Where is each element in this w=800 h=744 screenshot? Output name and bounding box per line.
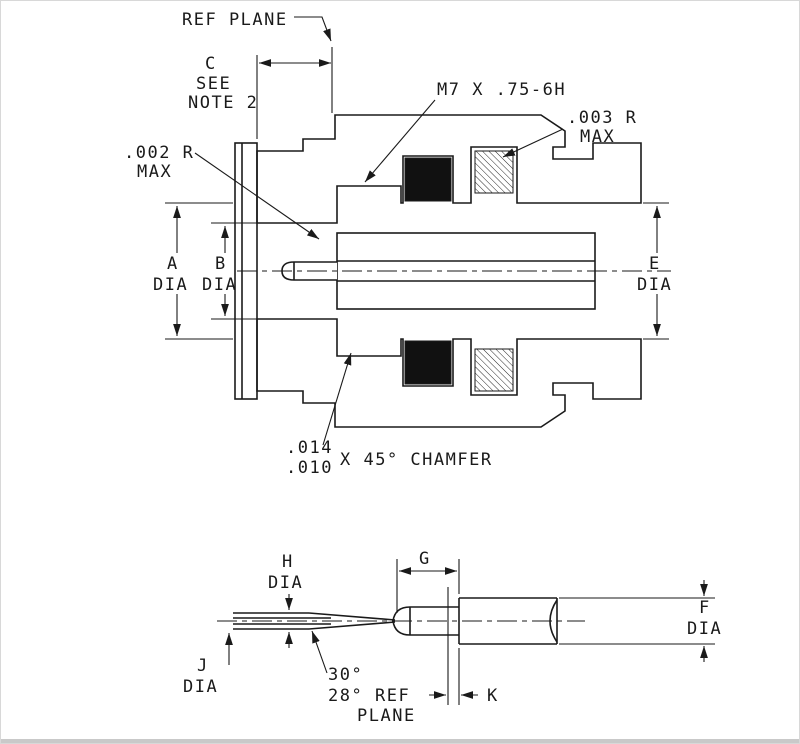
label-dim-e: E <box>649 254 661 274</box>
label-dim-k: K <box>487 686 499 706</box>
label-plane: PLANE <box>357 706 416 726</box>
label-dim-c: C <box>205 54 217 74</box>
shell-lower <box>256 318 642 428</box>
label-angle-28: 28° <box>328 686 363 706</box>
label-chamfer-lower: .010 <box>286 458 333 478</box>
cone-bottom <box>308 621 396 630</box>
label-chamfer: X 45° CHAMFER <box>340 450 493 470</box>
label-see: SEE <box>196 74 231 94</box>
thread-leader <box>364 99 436 183</box>
shell-upper <box>256 114 642 224</box>
label-radius-left: .002 R <box>124 143 194 163</box>
label-dim-h: H <box>282 552 294 572</box>
insert-lower <box>474 348 514 392</box>
label-dim-a: A <box>167 254 179 274</box>
label-radius-right: .003 R <box>567 108 637 128</box>
label-ref: REF <box>375 686 410 706</box>
label-chamfer-upper: .014 <box>286 438 333 458</box>
bottom-border <box>1 739 799 743</box>
ref-plane-leader <box>294 16 332 42</box>
label-thread: M7 X .75-6H <box>437 80 566 100</box>
label-ref-plane-main: REF PLANE <box>182 10 288 30</box>
radius-left-leader <box>194 152 320 240</box>
insert-upper <box>474 150 514 194</box>
label-radius-right-max: MAX <box>580 127 615 147</box>
label-dim-j: J <box>197 656 209 676</box>
label-radius-left-max: MAX <box>137 162 172 182</box>
label-dim-j-dia: DIA <box>183 677 218 697</box>
label-note-2: NOTE 2 <box>188 93 258 113</box>
angle-leader <box>311 630 328 674</box>
main-cross-section: REF PLANE C SEE NOTE 2 M7 X .75-6H .003 … <box>124 10 672 478</box>
gasket-upper <box>404 157 452 202</box>
chamfer-leader <box>322 352 352 446</box>
label-dim-a-dia: DIA <box>153 275 188 295</box>
cone-top <box>308 612 396 621</box>
radius-right-leader <box>502 128 564 158</box>
label-dim-h-dia: DIA <box>268 573 303 593</box>
label-dim-e-dia: DIA <box>637 275 672 295</box>
label-dim-f-dia: DIA <box>687 619 722 639</box>
gasket-lower <box>404 340 452 385</box>
label-dim-f: F <box>699 598 711 618</box>
pin-detail-view: H DIA G F DIA J DIA 30° 28° REF PLANE K <box>183 549 722 726</box>
label-dim-b: B <box>215 254 227 274</box>
label-angle-30: 30° <box>328 665 363 685</box>
label-dim-b-dia: DIA <box>202 275 237 295</box>
label-dim-g: G <box>419 549 431 569</box>
